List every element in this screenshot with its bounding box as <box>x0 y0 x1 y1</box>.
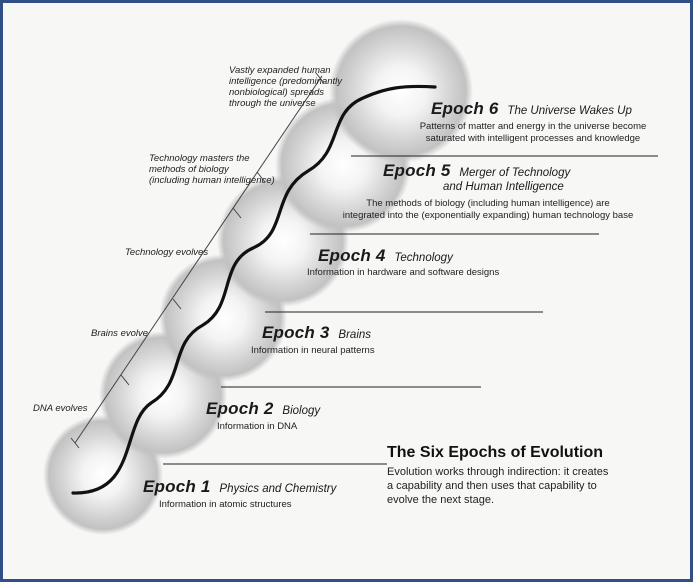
label-vastly-expanded: Vastly expanded human intelligence (pred… <box>229 65 342 109</box>
epoch-6-number: Epoch 6 <box>431 99 499 118</box>
epoch-6-desc: Patterns of matter and energy in the uni… <box>403 121 663 145</box>
label-line: Technology masters the <box>149 153 250 164</box>
epoch-4-number: Epoch 4 <box>318 246 386 265</box>
epoch-1-desc: Information in atomic structures <box>159 499 292 510</box>
label-line: through the universe <box>229 98 316 109</box>
epoch-3-number: Epoch 3 <box>262 323 330 342</box>
desc-line: integrated into the (exponentially expan… <box>342 210 634 221</box>
epoch-6-name: The Universe Wakes Up <box>507 105 632 117</box>
epoch-3-heading: Epoch 3 Brains <box>262 323 371 343</box>
summary-line: Evolution works through indirection: it … <box>387 466 609 478</box>
orb-group <box>43 19 473 535</box>
label-line: (including human intelligence) <box>149 175 275 186</box>
epochs-artwork <box>43 19 658 535</box>
epoch-2-desc: Information in DNA <box>217 421 298 432</box>
epoch-1-number: Epoch 1 <box>143 477 211 496</box>
epoch-4-heading: Epoch 4 Technology <box>318 246 453 266</box>
epoch-6-heading: Epoch 6 The Universe Wakes Up <box>431 99 632 119</box>
label-brains-evolve: Brains evolve <box>91 328 149 339</box>
diagram-title: The Six Epochs of Evolution <box>387 444 604 461</box>
label-line: Vastly expanded human <box>229 65 331 76</box>
epoch-5-desc: The methods of biology (including human … <box>333 198 643 222</box>
label-dna-evolves: DNA evolves <box>33 403 88 414</box>
epoch-4-name: Technology <box>394 252 453 264</box>
epoch-2-number: Epoch 2 <box>206 399 274 418</box>
epoch-5-heading: Epoch 5 Merger of Technology <box>383 161 570 181</box>
desc-line: The methods of biology (including human … <box>366 198 610 209</box>
separator-lines <box>163 155 658 465</box>
label-technology-masters: Technology masters the methods of biolog… <box>149 153 275 186</box>
desc-line: Patterns of matter and energy in the uni… <box>419 121 647 132</box>
desc-line: saturated with intelligent processes and… <box>425 133 641 144</box>
summary-line: evolve the next stage. <box>387 494 495 506</box>
diagram-summary: Evolution works through indirection: it … <box>387 465 608 507</box>
evolution-curve <box>71 84 437 495</box>
epoch-5-number: Epoch 5 <box>383 161 451 180</box>
epoch-3-name: Brains <box>338 329 372 341</box>
epoch-5-name-line-1: Merger of Technology <box>459 167 571 179</box>
epoch-1-heading: Epoch 1 Physics and Chemistry <box>143 477 336 497</box>
progression-bracket <box>70 72 325 449</box>
epoch-4-desc: Information in hardware and software des… <box>307 267 500 278</box>
label-technology-evolves: Technology evolves <box>125 247 209 258</box>
epoch-3-desc: Information in neural patterns <box>251 345 375 356</box>
label-line: intelligence (predominantly <box>229 76 343 87</box>
summary-line: a capability and then uses that capabili… <box>387 480 597 492</box>
epoch-2-heading: Epoch 2 Biology <box>206 399 320 419</box>
label-line: methods of biology <box>149 164 229 175</box>
epoch-5-name-line-2: and Human Intelligence <box>443 181 564 193</box>
label-line: nonbiological) spreads <box>229 87 325 98</box>
orb-epoch-6 <box>329 19 473 163</box>
epoch-1-name: Physics and Chemistry <box>219 483 337 495</box>
epoch-2-name: Biology <box>282 405 321 417</box>
